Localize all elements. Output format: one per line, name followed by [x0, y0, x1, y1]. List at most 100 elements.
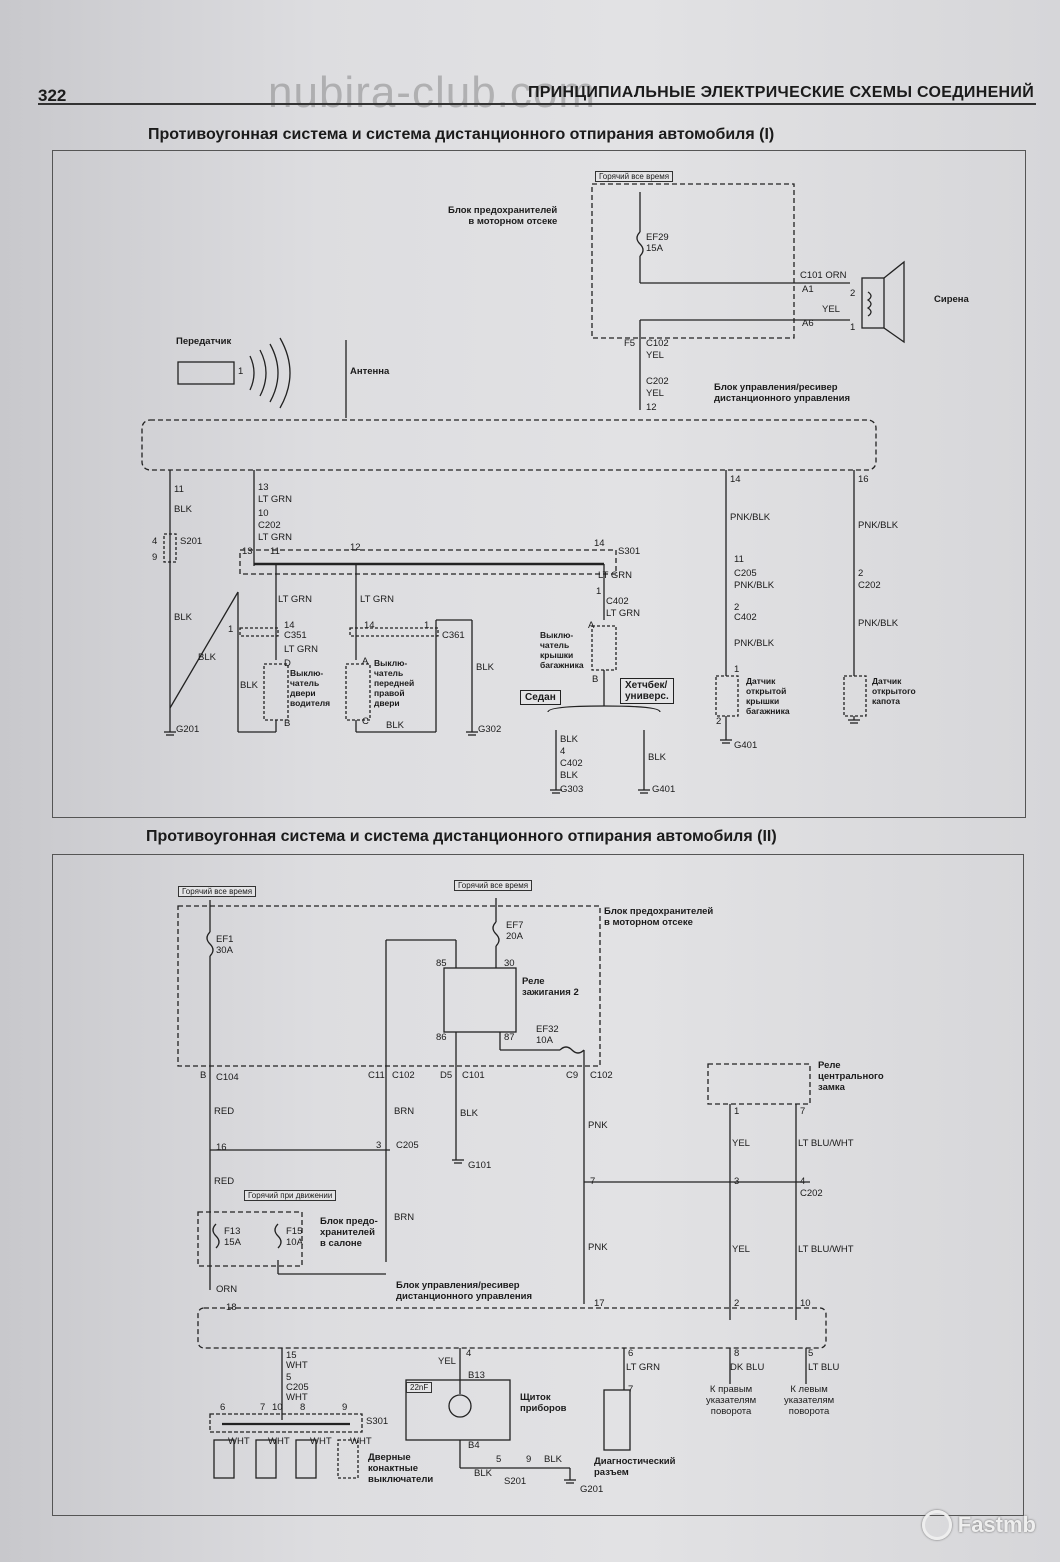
hot-all-time-tag-2: Горячий все время [178, 886, 257, 897]
label: WHT [286, 1392, 308, 1403]
label: BRN [394, 1212, 415, 1223]
label: YEL [732, 1138, 750, 1149]
fuse-block-box [591, 183, 795, 339]
label: 2 [850, 288, 856, 299]
label: 11 [270, 546, 280, 557]
label: G303 [560, 784, 584, 795]
label: BLK [240, 680, 258, 691]
label: 2 [858, 568, 864, 579]
control-unit-box [141, 419, 877, 471]
fuse-ef32: EF32 10A [536, 1024, 559, 1046]
label: BLK [460, 1108, 478, 1119]
cabin-fuse-label: Блок предо- хранителей в салоне [320, 1216, 378, 1249]
label: WHT [350, 1436, 372, 1447]
label: 1 [850, 322, 856, 333]
label: C351 [284, 630, 307, 641]
splice-s301 [239, 549, 617, 575]
fuse-ef7: EF7 20A [506, 920, 524, 942]
label: C205 [286, 1382, 309, 1393]
left-turn-label: К левым указателям поворота [784, 1384, 835, 1417]
label: 6 [220, 1402, 226, 1413]
label: LT GRN [598, 570, 632, 581]
trunk-switch-label: Выклю- чатель крышки багажника [540, 630, 584, 670]
label: 12 [350, 542, 361, 553]
control-unit-label-2: Блок управления/ресивер дистанционного у… [396, 1280, 533, 1302]
label: 4 [152, 536, 158, 547]
label: 4 [560, 746, 566, 757]
label: 5 [808, 1348, 814, 1359]
label: B4 [468, 1440, 480, 1451]
label: 9 [526, 1454, 532, 1465]
fuse-block-label: Блок предохранителей в моторном отсеке [448, 205, 558, 227]
label: LT GRN [278, 594, 312, 605]
label: 15 [286, 1350, 297, 1361]
label: S201 [180, 536, 203, 547]
page-number: 322 [38, 86, 67, 105]
label: C101 [462, 1070, 485, 1081]
label: D [284, 658, 291, 669]
fuse-ef1: EF1 30A [216, 934, 234, 956]
label: B [592, 674, 599, 685]
label: A [588, 620, 595, 631]
label: C102 [590, 1070, 613, 1081]
diagram-2-frame [52, 854, 1024, 1516]
relay-label: Реле зажигания 2 [522, 976, 579, 998]
logo-text: Fastmb [957, 1512, 1036, 1537]
label: WHT [228, 1436, 250, 1447]
label: 1 [238, 366, 244, 377]
siren-box [861, 277, 885, 329]
label: C402 [734, 612, 757, 623]
label: LT GRN [258, 494, 292, 505]
label: C9 [566, 1070, 579, 1081]
label: G201 [580, 1484, 604, 1495]
label: S301 [618, 546, 641, 557]
label: RED [214, 1106, 235, 1117]
label: WHT [310, 1436, 332, 1447]
siren-label: Сирена [934, 294, 969, 305]
label: 8 [300, 1402, 306, 1413]
label: 17 [594, 1298, 605, 1309]
label: A [362, 656, 369, 667]
label: BLK [174, 504, 192, 515]
capacitor-label: 22nF [406, 1382, 433, 1393]
label: BLK [544, 1454, 562, 1465]
label: PNK/BLK [858, 618, 899, 629]
site-logo: Fastmb [921, 1510, 1036, 1540]
transmitter-box [177, 361, 235, 385]
door-switches-label: Дверные конактные выключатели [368, 1452, 434, 1485]
transmitter-label: Передатчик [176, 336, 232, 347]
label: G401 [652, 784, 676, 795]
label: BLK [198, 652, 216, 663]
label: 10 [258, 508, 269, 519]
label: LT GRN [360, 594, 394, 605]
label: C202 [646, 376, 669, 387]
label: 4 [466, 1348, 472, 1359]
label: S201 [504, 1476, 527, 1487]
label: 16 [216, 1142, 227, 1153]
label: 11 [174, 484, 184, 495]
label: 7 [800, 1106, 806, 1117]
diag-connector [603, 1389, 631, 1451]
label: 14 [364, 620, 375, 631]
label: D5 [440, 1070, 453, 1081]
hot-all-time-tag: Горячий все время [595, 171, 674, 182]
label: 85 [436, 958, 447, 969]
label: C102 [646, 338, 669, 349]
label: C205 [734, 568, 757, 579]
label: 9 [152, 552, 158, 563]
label: B13 [468, 1370, 485, 1381]
trunk-sensor-label: Датчик открытой крышки багажника [746, 676, 790, 716]
central-lock-label: Реле центрального замка [818, 1060, 884, 1093]
label: G201 [176, 724, 200, 735]
label: C202 [800, 1188, 823, 1199]
label: LT GRN [284, 644, 318, 655]
label: 7 [590, 1176, 596, 1187]
label: 4 [800, 1176, 806, 1187]
label: 3 [376, 1140, 382, 1151]
fuse-block-box-2 [177, 905, 601, 1067]
label: 5 [496, 1454, 502, 1465]
label: A1 [802, 284, 814, 295]
label: WHT [268, 1436, 290, 1447]
label: BLK [386, 720, 404, 731]
